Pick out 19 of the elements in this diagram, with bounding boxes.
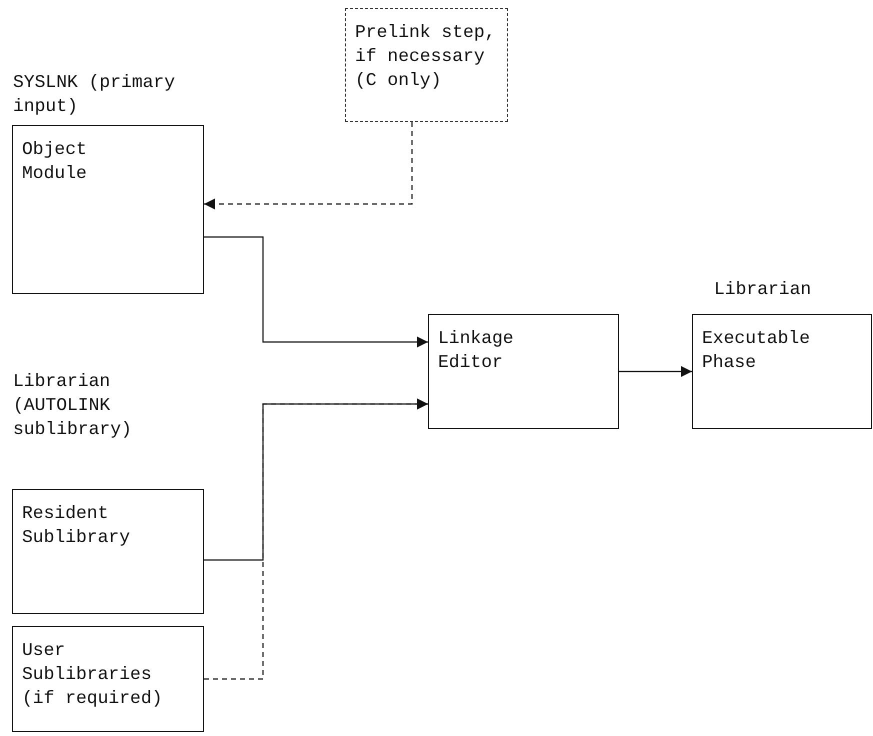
source-label: Librarian <box>714 279 812 302</box>
arrow <box>619 366 692 377</box>
node-label: User Sublibraries (if required) <box>22 640 162 711</box>
process-box <box>12 626 204 732</box>
node-label: Object Module <box>22 139 88 186</box>
optional-step-box <box>345 8 508 122</box>
process-box <box>692 314 872 429</box>
process-box <box>12 489 204 614</box>
node-label: Prelink step, if necessary (C only) <box>355 22 496 93</box>
process-box <box>12 125 204 294</box>
node-label: Resident Sublibrary <box>22 503 132 550</box>
arrow <box>204 236 428 348</box>
arrow <box>204 398 428 561</box>
process-box <box>428 314 619 429</box>
source-label: SYSLNK (primary input) <box>13 72 176 119</box>
node-label: Executable Phase <box>702 328 810 375</box>
dashed-arrow <box>204 122 413 210</box>
node-label: Linkage Editor <box>438 328 514 375</box>
source-label: Librarian (AUTOLINK sublibrary) <box>13 371 133 442</box>
